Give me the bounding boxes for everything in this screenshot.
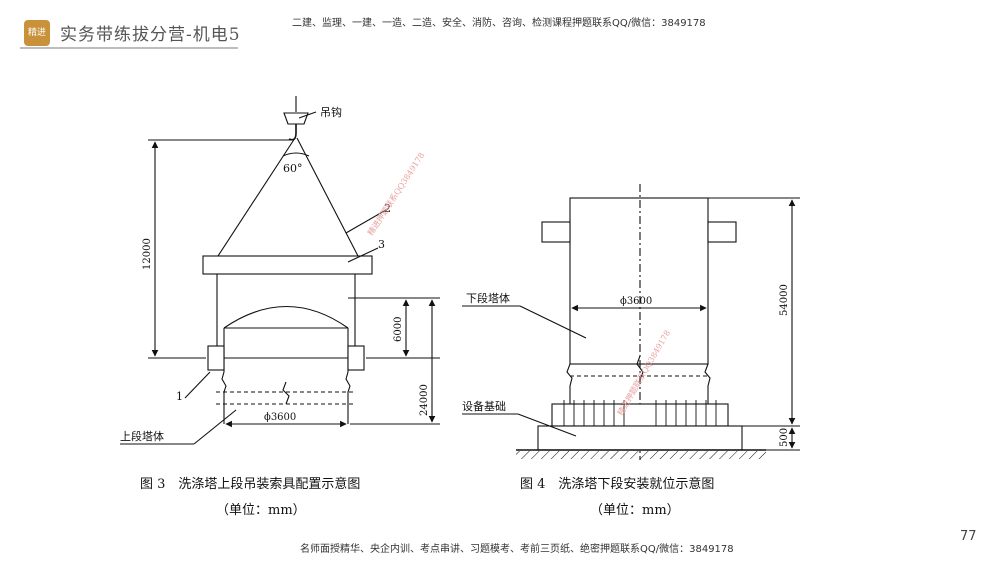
watermark-3: 精进押题联系QQ3849178 [365,151,426,238]
page-number: 77 [960,529,977,544]
dim-diameter-4: ϕ3600 [620,296,652,307]
bottom-banner: 名师面授精华、央企内训、考点串讲、习题模考、考前三页纸、绝密押题联系QQ/微信：… [300,544,734,555]
dim-6000: 6000 [393,317,404,342]
dim-12000: 12000 [142,238,153,270]
hook-icon [283,96,309,141]
dim-500: 500 [779,428,790,447]
figure-4-unit: （单位：mm） [590,503,680,518]
upper-body-label: 上段塔体 [120,429,164,443]
figure-3-caption: 图 3 洗涤塔上段吊装索具配置示意图 [140,476,360,492]
angle-label: 60° [283,162,303,175]
logo-badge: 精进 [24,20,50,46]
dim-54000: 54000 [779,284,790,316]
page-title: 实务带练拔分营-机电5 [60,25,241,45]
top-banner: 二建、监理、一建、一造、二造、安全、消防、咨询、检测课程押题联系QQ/微信：38… [292,18,706,29]
figure-4-caption: 图 4 洗涤塔下段安装就位示意图 [520,476,714,492]
hook-label: 吊钩 [320,105,342,119]
callout-3: 3 [378,238,385,251]
figure-3-text: 吊钩 60° 2 3 1 上段塔体 12000 6000 24000 ϕ3600… [120,105,430,518]
lower-body-label: 下段塔体 [466,291,510,305]
title-underline [20,47,238,49]
figure-3-unit: （单位：mm） [216,503,306,518]
figure-3 [120,96,440,445]
figure-4 [462,184,800,460]
dim-diameter-3: ϕ3600 [264,412,296,423]
callout-1: 1 [176,390,183,403]
foundation-label: 设备基础 [462,399,506,413]
callout-2: 2 [384,202,391,215]
dim-24000: 24000 [419,384,430,416]
